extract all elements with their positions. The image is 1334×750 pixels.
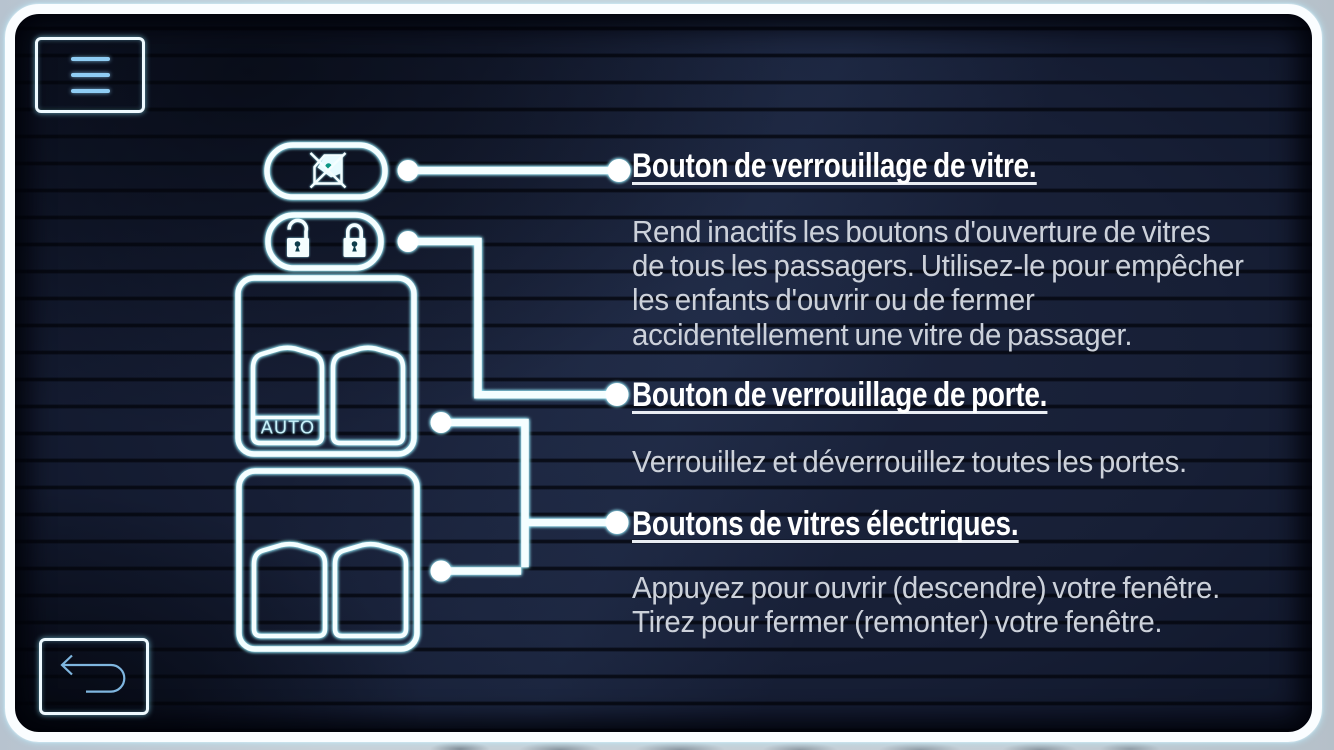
svg-text:AUTO: AUTO: [261, 418, 315, 438]
